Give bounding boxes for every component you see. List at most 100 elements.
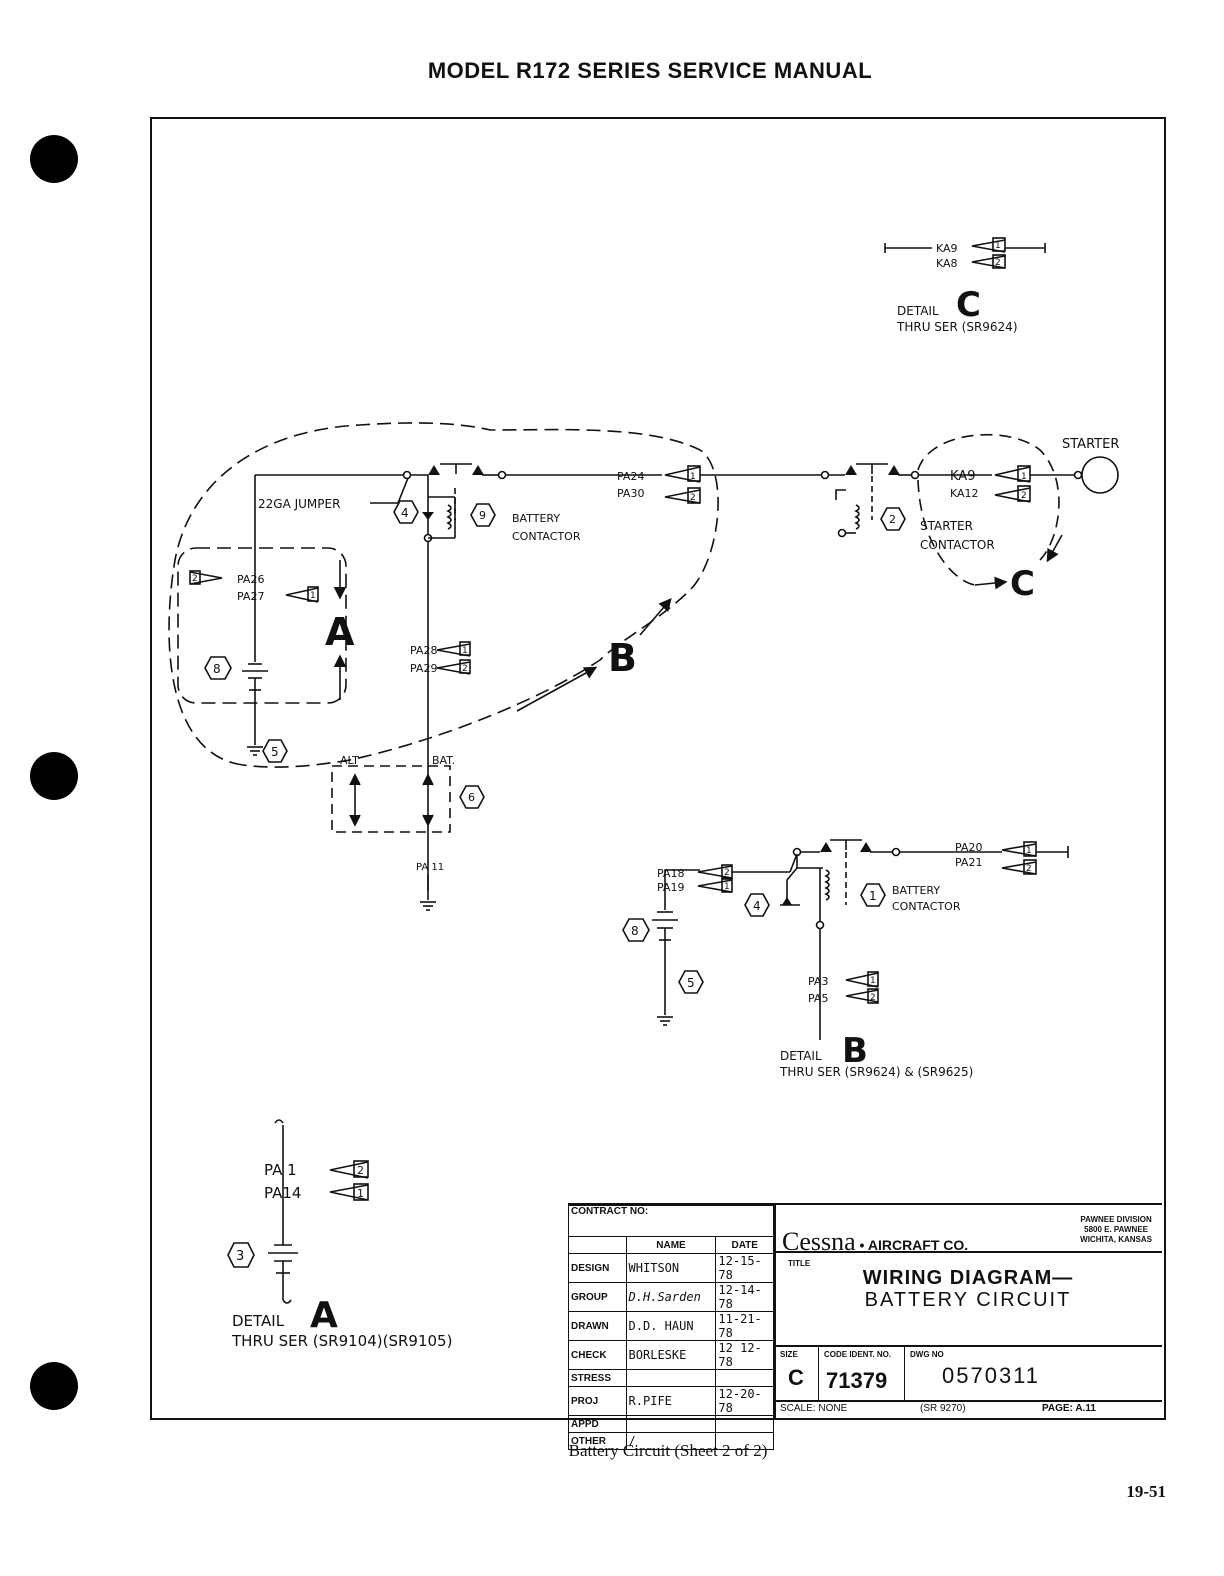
detail-b-letter: B [842, 1031, 868, 1071]
detail-c-letter: C [1010, 564, 1035, 604]
pin: 1 [462, 646, 468, 656]
drawing-title-line1: WIRING DIAGRAM— [862, 1267, 1074, 1289]
sr-label: (SR 9270) [920, 1403, 966, 1414]
label-ka9: KA9 [936, 242, 958, 255]
detail-a-boundary [177, 547, 347, 704]
scale-label: SCALE: NONE [780, 1403, 848, 1414]
callout-num: 5 [271, 745, 279, 759]
name-cell: WHITSON [625, 1253, 717, 1283]
contactor-label: CONTACTOR [892, 900, 961, 913]
date-cell [715, 1432, 774, 1450]
callout-2 [880, 507, 906, 531]
callout-4 [393, 500, 419, 524]
pin: 2 [690, 493, 696, 503]
division: PAWNEE DIVISION [1080, 1215, 1152, 1224]
label-pa3: PA3 [808, 975, 828, 988]
address-line: 5800 E. PAWNEE [1084, 1225, 1149, 1234]
label-pa11: PA 11 [416, 862, 444, 873]
company-address: PAWNEE DIVISION 5800 E. PAWNEE WICHITA, … [1080, 1215, 1152, 1245]
pin: 2 [870, 993, 876, 1003]
name-cell: D.H.Sarden [625, 1282, 717, 1312]
label-pa5: PA5 [808, 992, 828, 1005]
contactor-label: BATTERY [512, 512, 560, 525]
pin: 1 [870, 976, 876, 986]
role-cell: DESIGN [568, 1253, 627, 1283]
label-pa21: PA21 [955, 856, 982, 869]
role-cell: DRAWN [568, 1311, 627, 1341]
callout-num: 8 [213, 662, 221, 676]
starter-circuit [820, 433, 1119, 590]
detail-c-label: DETAIL [897, 304, 939, 318]
label-pa20: PA20 [955, 841, 982, 854]
name-cell: BORLESKE [625, 1340, 717, 1370]
label-ka12: KA12 [950, 487, 979, 500]
battery-contactor-9-circuit [254, 463, 822, 760]
date-cell: 11-21-78 [715, 1311, 774, 1341]
callout-num: 5 [687, 976, 695, 990]
role-cell: STRESS [568, 1369, 627, 1387]
callout-6 [459, 785, 485, 809]
dwg-label: DWG NO [910, 1350, 944, 1359]
code-value: 71379 [826, 1368, 888, 1393]
code-label: CODE IDENT. NO. [824, 1350, 892, 1359]
drawing-title-line2: BATTERY CIRCUIT [864, 1289, 1072, 1311]
starter-contactor-label: CONTACTOR [920, 538, 995, 552]
page-header: MODEL R172 SERIES SERVICE MANUAL [427, 58, 873, 83]
label-pa30: PA30 [617, 487, 644, 500]
detail-a-inner-circuit [189, 570, 319, 756]
company-logo: Cessna • AIRCRAFT CO. [782, 1227, 969, 1256]
callout-3 [227, 1242, 255, 1268]
jumper-label: 22GA JUMPER [258, 497, 340, 511]
role-cell: CHECK [568, 1340, 627, 1370]
pin: 2 [192, 574, 198, 584]
label-pa14: PA14 [264, 1184, 301, 1202]
page-label: PAGE: A.11 [1042, 1403, 1096, 1414]
callout-num: 1 [869, 889, 877, 903]
role-cell: OTHER [568, 1432, 627, 1450]
pin: 2 [724, 868, 730, 878]
detail-b-thru: THRU SER (SR9624) & (SR9625) [779, 1065, 973, 1079]
label-pa1: PA 1 [264, 1161, 297, 1179]
detail-b-circuit [652, 839, 1069, 1040]
callout-num: 4 [753, 899, 761, 913]
pin: 2 [462, 664, 468, 674]
address-line: WICHITA, KANSAS [1080, 1235, 1152, 1244]
pin: 2 [1021, 491, 1027, 501]
pin: 1 [690, 472, 696, 482]
name-cell [625, 1369, 717, 1387]
name-col-header: NAME [625, 1236, 717, 1254]
title-label: TITLE [788, 1259, 811, 1268]
detail-b-label: DETAIL [780, 1049, 822, 1063]
detail-c-connector [884, 237, 1046, 269]
page-number: 19-51 [1126, 1482, 1166, 1501]
date-cell: 12-15-78 [715, 1253, 774, 1283]
company-name: Cessna [782, 1227, 856, 1256]
detail-a-circuit [268, 1119, 369, 1304]
binder-hole [30, 752, 78, 800]
date-cell [715, 1369, 774, 1387]
contactor-label: BATTERY [892, 884, 940, 897]
bat-label: BAT. [432, 754, 455, 767]
callout-num: 2 [889, 513, 896, 526]
callout-num: 6 [468, 791, 475, 804]
role-cell: APPD [568, 1415, 627, 1433]
callout-5 [262, 739, 288, 763]
detail-a-letter: A [310, 1295, 338, 1336]
alt-label: ALT [340, 754, 359, 767]
callout-9 [470, 503, 496, 527]
callout-num: 3 [236, 1249, 244, 1264]
contactor-label: CONTACTOR [512, 530, 581, 543]
callout-num: 4 [401, 506, 409, 520]
callout-8 [204, 656, 232, 680]
detail-b-letter: B [608, 636, 637, 680]
label-pa28: PA28 [410, 644, 437, 657]
date-cell [715, 1415, 774, 1433]
date-cell: 12-20-78 [715, 1386, 774, 1416]
pin: 1 [357, 1187, 364, 1200]
name-cell: R.PIFE [625, 1386, 717, 1416]
detail-c-letter: C [956, 285, 981, 325]
pin: 1 [1026, 846, 1032, 856]
name-cell [625, 1415, 717, 1433]
pin: 2 [357, 1164, 364, 1177]
